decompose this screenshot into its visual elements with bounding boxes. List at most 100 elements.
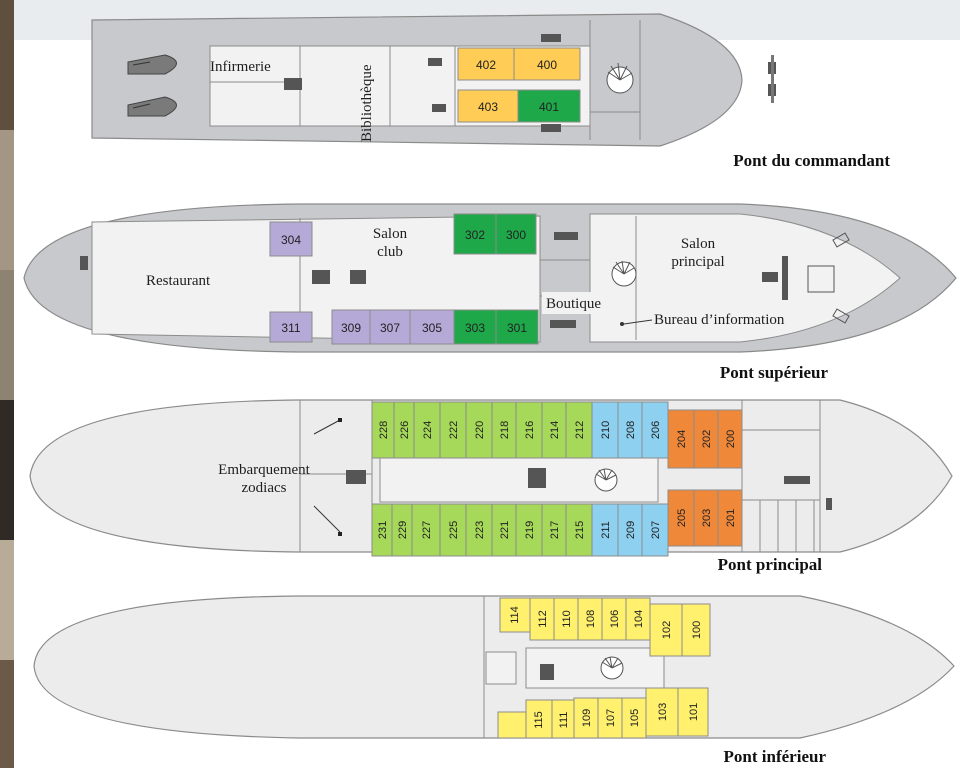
salon-principal-label: principal xyxy=(671,254,724,270)
cabin-label: 206 xyxy=(650,421,662,439)
cabin-210 xyxy=(591,401,619,459)
cabin-label: 223 xyxy=(474,521,486,539)
inferieur-cabin-labels-bottom: 115 111 109 107 105 103 101 xyxy=(533,703,700,729)
cabin-300 xyxy=(495,213,537,255)
cabin-label: 115 xyxy=(533,711,545,729)
cabin-201 xyxy=(717,489,743,547)
stairs-icon xyxy=(826,498,832,510)
cabin-302 xyxy=(453,213,497,255)
infirmary-label: Infirmerie xyxy=(210,59,271,75)
cabin-100 xyxy=(681,603,711,657)
cabin-label: 229 xyxy=(397,521,409,539)
salon-club-label: club xyxy=(377,244,403,260)
deck-title: Pont inférieur xyxy=(724,747,827,766)
cabin-304 xyxy=(269,221,313,257)
spiral-staircase-icon xyxy=(600,656,624,680)
cabin-207 xyxy=(641,503,669,557)
vent-icon xyxy=(832,308,850,324)
cabin-307 xyxy=(369,309,411,345)
cabin-label: 307 xyxy=(380,321,400,335)
bureau-marker xyxy=(620,322,624,326)
cabin-105 xyxy=(621,697,647,739)
cabin-label: 209 xyxy=(625,521,637,539)
stairs-icon xyxy=(784,476,810,484)
bow-anchor-icon xyxy=(768,55,776,103)
cabin-unnumbered xyxy=(497,711,527,739)
embark-label: zodiacs xyxy=(242,480,287,496)
cabin-205 xyxy=(667,489,695,547)
cabin-label: 218 xyxy=(499,421,511,439)
stairs-icon xyxy=(528,468,546,488)
cabin-label: 215 xyxy=(574,521,586,539)
cabin-label: 106 xyxy=(609,610,621,628)
cabin-label: 224 xyxy=(422,421,434,439)
cabin-label: 305 xyxy=(422,321,442,335)
cabin-label: 210 xyxy=(600,421,612,439)
cabin-label: 231 xyxy=(377,521,389,539)
stairs-icon xyxy=(346,470,366,484)
bow-hatch-icon xyxy=(807,265,835,293)
embark-label: Embarquement xyxy=(218,462,310,478)
cabin-303 xyxy=(453,309,497,345)
inferieur-cabins-bottom xyxy=(497,687,709,739)
cabin-label: 309 xyxy=(341,321,361,335)
cabin-label: 226 xyxy=(399,421,411,439)
cabin-200 xyxy=(717,409,743,469)
cabin-label: 114 xyxy=(509,606,521,624)
cabin-label: 200 xyxy=(725,430,737,448)
cabin-label: 304 xyxy=(281,233,301,247)
cabin-label: 201 xyxy=(725,509,737,527)
deck-title: Pont du commandant xyxy=(733,151,890,170)
cabin-label: 211 xyxy=(600,521,612,539)
cabin-label: 216 xyxy=(524,421,536,439)
cabin-label: 217 xyxy=(549,521,561,539)
principal-cabin-labels-bottom: 231 229 227 225 223 221 219 217 215 211 … xyxy=(377,509,737,539)
cabin-220 xyxy=(465,401,493,459)
inferieur-cabin-labels-top: 114 112 110 108 106 104 102 100 xyxy=(509,606,703,639)
cabin-label: 401 xyxy=(539,100,559,114)
cabin-225 xyxy=(439,503,467,557)
cabin-202 xyxy=(693,409,719,469)
cabin-label: 311 xyxy=(281,321,300,335)
stairs-icon xyxy=(284,34,561,132)
salon-principal-area xyxy=(589,213,901,343)
deck-title: Pont principal xyxy=(718,555,823,574)
cabin-400 xyxy=(513,47,581,81)
spiral-staircase-icon xyxy=(611,260,637,287)
cabin-label: 202 xyxy=(701,430,713,448)
principal-cabins-bottom xyxy=(371,489,743,557)
cabin-label: 101 xyxy=(688,703,700,721)
cabin-label: 112 xyxy=(537,610,549,628)
cabin-label: 302 xyxy=(465,228,485,242)
cabin-label: 228 xyxy=(378,421,390,439)
cabin-108 xyxy=(577,597,603,641)
cabin-110 xyxy=(553,597,579,641)
left-photo-strip xyxy=(0,0,14,768)
cabin-label: 208 xyxy=(625,421,637,439)
cabin-107 xyxy=(597,697,623,739)
cabin-label: 205 xyxy=(676,509,688,527)
bureau-leader xyxy=(623,319,653,325)
restaurant-label: Restaurant xyxy=(146,273,211,289)
cabin-label: 111 xyxy=(558,712,570,729)
cabin-label: 109 xyxy=(581,709,593,727)
salon-club-label: Salon xyxy=(373,226,408,242)
cabin-label: 105 xyxy=(629,709,641,727)
zodiac-boat-icon xyxy=(127,54,177,117)
cabin-403 xyxy=(457,89,519,123)
cabin-label: 100 xyxy=(691,621,703,639)
cabin-label: 102 xyxy=(661,621,673,639)
deck-commandant: 402 400 403 401 Infirmerie Bibliothèque … xyxy=(91,13,890,170)
deck-principal: 228 226 224 222 220 218 216 214 212 210 … xyxy=(29,399,953,574)
bureau-label: Bureau d’information xyxy=(654,312,785,328)
boutique-label-bg xyxy=(542,292,614,314)
cabin-218 xyxy=(491,401,517,459)
cabin-label: 227 xyxy=(421,521,433,539)
cabin-label: 301 xyxy=(507,321,527,335)
cabin-label: 203 xyxy=(701,509,713,527)
cabin-label: 402 xyxy=(476,58,496,72)
cabin-label: 220 xyxy=(474,421,486,439)
cabin-label: 222 xyxy=(448,421,460,439)
cabin-label: 225 xyxy=(448,521,460,539)
